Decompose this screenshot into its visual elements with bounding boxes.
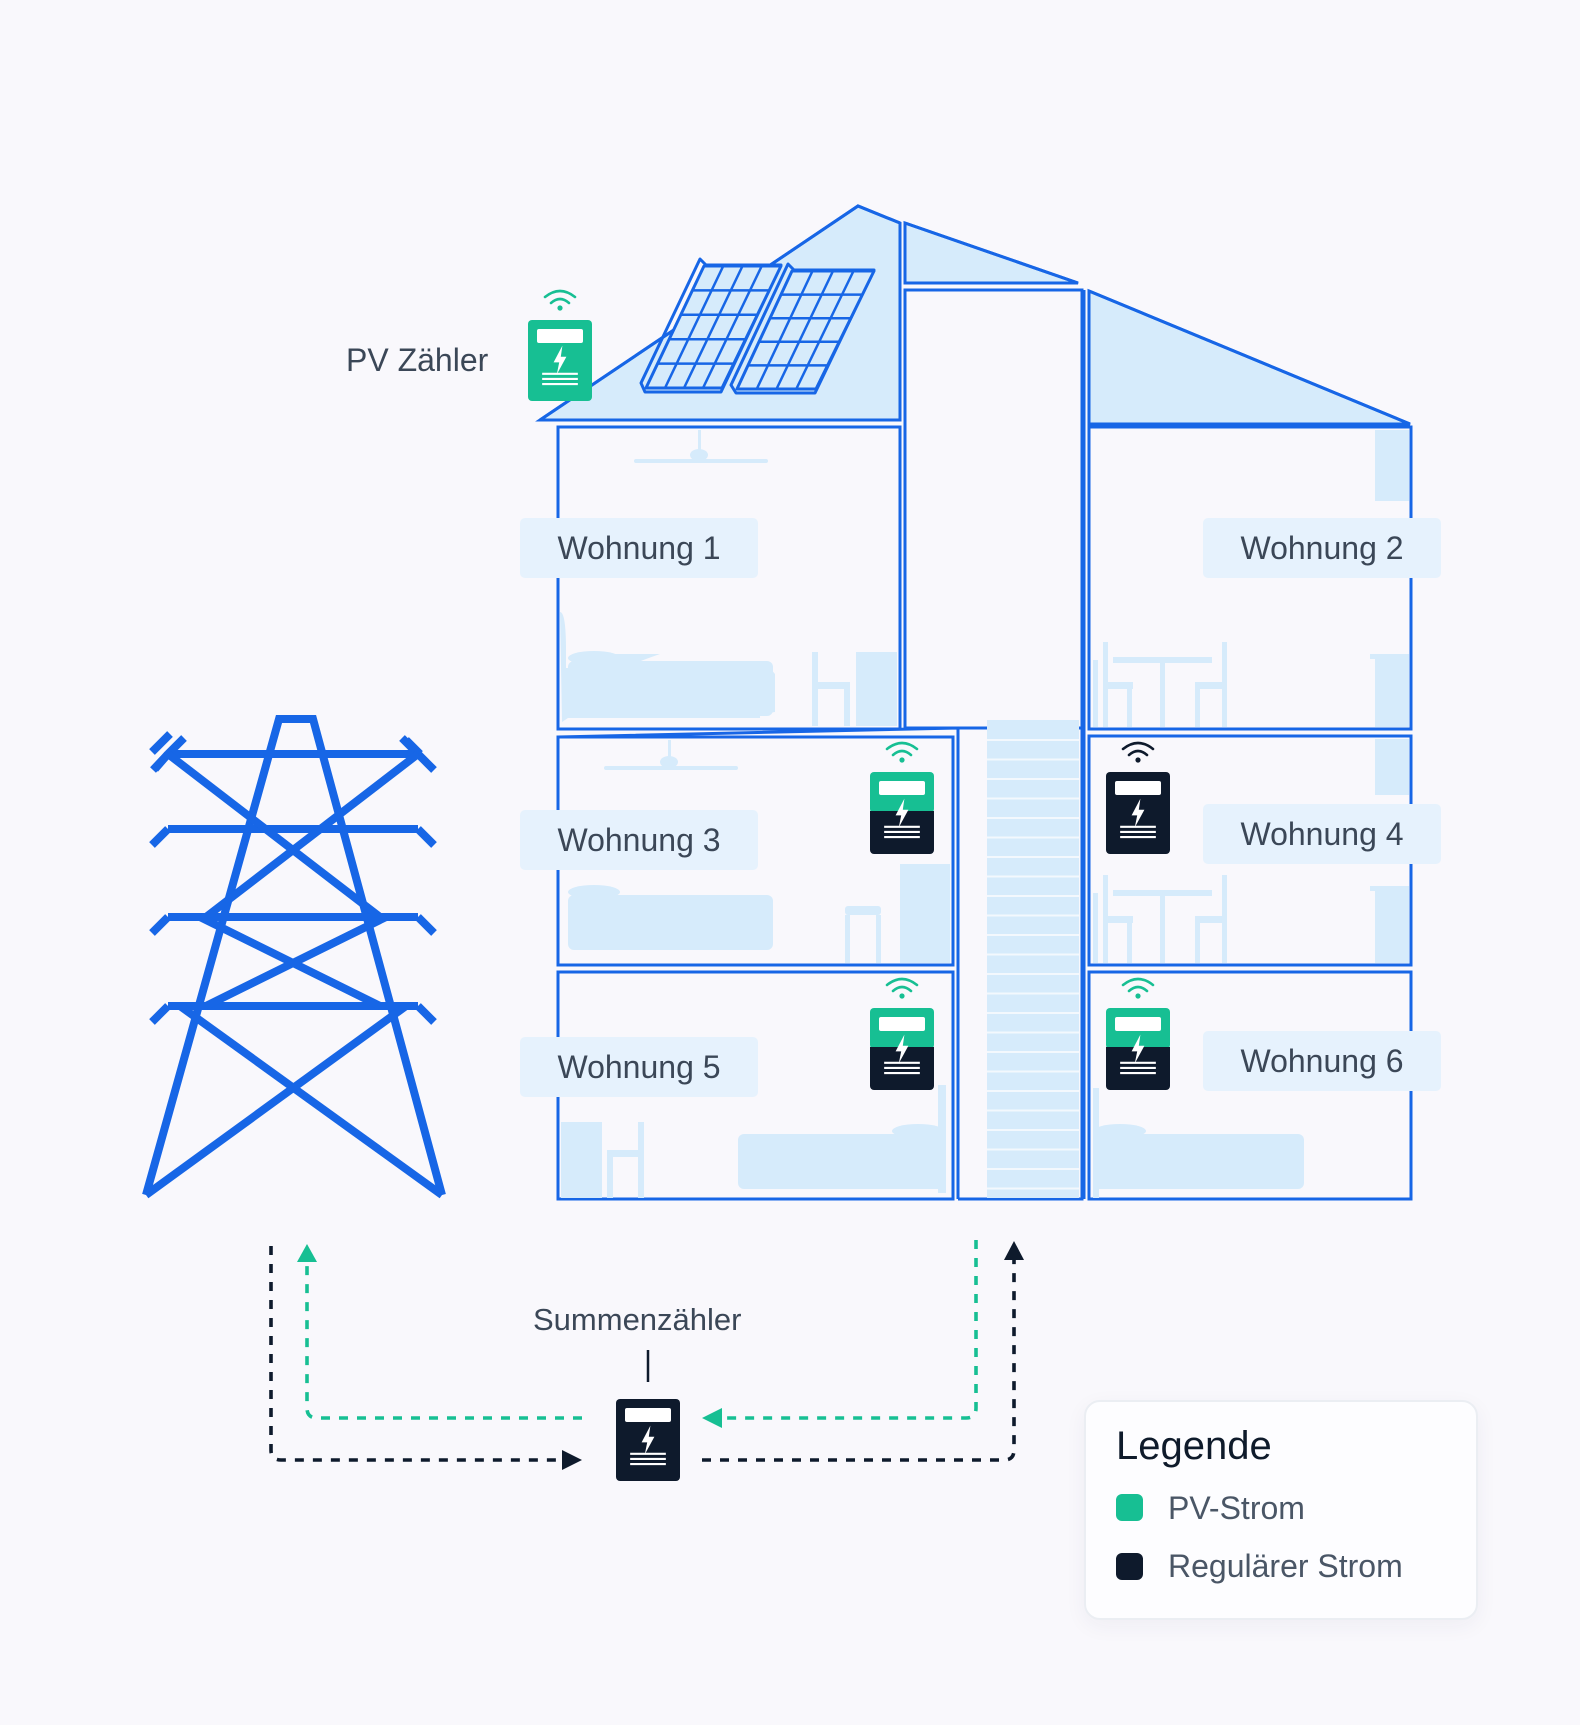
legend-swatch-pv — [1116, 1494, 1143, 1521]
staircase — [987, 720, 1079, 1198]
arrow-pv-house-to-meter — [716, 1240, 978, 1420]
apartment-6-label: Wohnung 6 — [1203, 1031, 1441, 1091]
solar-panel-icon — [639, 257, 876, 395]
sum-meter-label: Summenzähler — [533, 1302, 742, 1337]
arrow-regular-meter-to-house — [702, 1258, 1016, 1462]
arrow-heads — [297, 1241, 1024, 1470]
apartment-6-meter-icon — [1106, 977, 1170, 1090]
furniture — [560, 430, 1409, 1198]
stairwell — [903, 288, 1084, 730]
legend-label-regular: Regulärer Strom — [1168, 1548, 1403, 1584]
legend-swatch-regular — [1116, 1553, 1143, 1580]
apartment-5-label: Wohnung 5 — [520, 1037, 758, 1097]
arrow-pv-meter-to-grid — [305, 1262, 582, 1420]
apartment-4-meter-icon — [1106, 741, 1170, 854]
sum-meter-icon — [616, 1399, 680, 1481]
power-pylon-icon — [142, 715, 446, 1199]
pv-meter-label: PV Zähler — [346, 342, 489, 378]
room-wohnung-1 — [556, 425, 902, 731]
apartment-3-meter-icon — [870, 741, 934, 854]
legend-label-pv: PV-Strom — [1168, 1490, 1305, 1526]
flow-arrows — [269, 1240, 1016, 1462]
apartment-3-label: Wohnung 3 — [520, 810, 758, 870]
legend: Legende PV-Strom Regulärer Strom — [1084, 1400, 1478, 1620]
arrow-regular-grid-to-meter — [269, 1246, 568, 1462]
apartment-5-meter-icon — [870, 977, 934, 1090]
pv-meter-icon — [528, 289, 592, 401]
legend-title: Legende — [1116, 1424, 1272, 1468]
apartment-2-label: Wohnung 2 — [1203, 518, 1441, 578]
apartment-1-label: Wohnung 1 — [520, 518, 758, 578]
room-wohnung-2 — [1087, 425, 1413, 731]
apartment-4-label: Wohnung 4 — [1203, 804, 1441, 864]
